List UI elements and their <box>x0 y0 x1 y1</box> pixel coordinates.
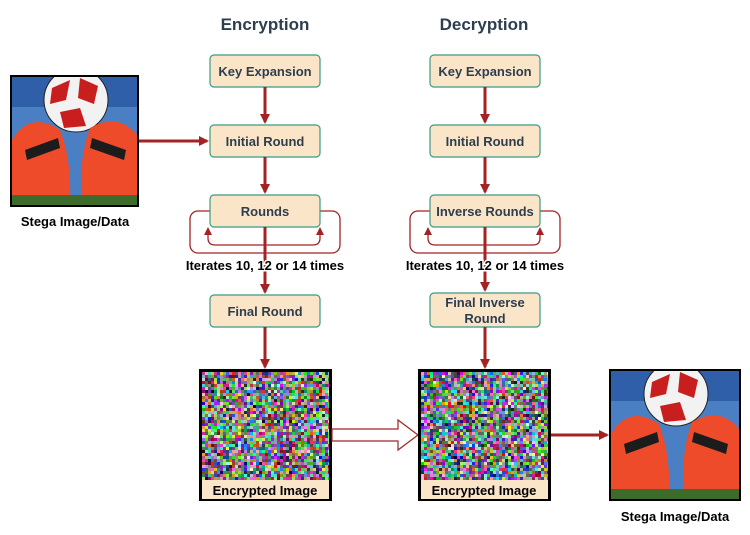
enc-initial-round-box: Initial Round <box>209 124 321 158</box>
enc-output-label: Encrypted Image <box>213 483 318 498</box>
encryption-heading: Encryption <box>221 15 310 34</box>
dec-loop-caption: Iterates 10, 12 or 14 times <box>406 258 564 273</box>
output-stega-image <box>609 369 741 501</box>
enc-rounds-inner-loop-left <box>204 227 265 246</box>
dec-rounds-inner-loop-left <box>424 227 485 246</box>
dec-final-inverse-label-line1: Final Inverse <box>445 295 524 310</box>
input-stega-image <box>10 75 139 207</box>
enc-rounds-box: Rounds <box>209 194 321 228</box>
dec-initial-round-label: Initial Round <box>446 134 525 149</box>
enc-output-noise-image <box>199 369 332 501</box>
enc-key-expansion-label: Key Expansion <box>218 64 311 79</box>
enc-final-round-box: Final Round <box>209 294 321 328</box>
dec-initial-round-box: Initial Round <box>429 124 541 158</box>
dec-inverse-rounds-box: Inverse Rounds <box>429 194 541 228</box>
dec-inverse-rounds-label: Inverse Rounds <box>436 204 534 219</box>
output-image-caption: Stega Image/Data <box>621 509 730 524</box>
enc-key-expansion-box: Key Expansion <box>209 54 321 88</box>
decryption-heading: Decryption <box>440 15 529 34</box>
input-image-caption: Stega Image/Data <box>21 214 130 229</box>
enc-rounds-inner-loop-right <box>265 227 324 246</box>
enc-final-round-label: Final Round <box>227 304 302 319</box>
dec-input-noise-image <box>418 369 551 501</box>
enc-rounds-label: Rounds <box>241 204 289 219</box>
dec-key-expansion-box: Key Expansion <box>429 54 541 88</box>
transfer-arrow <box>331 418 419 452</box>
dec-final-inverse-round-box: Final Inverse Round <box>429 292 541 328</box>
enc-loop-caption: Iterates 10, 12 or 14 times <box>186 258 344 273</box>
dec-input-label: Encrypted Image <box>432 483 537 498</box>
dec-key-expansion-label: Key Expansion <box>438 64 531 79</box>
dec-rounds-inner-loop-right <box>485 227 544 246</box>
dec-final-inverse-label-line2: Round <box>464 311 505 326</box>
enc-initial-round-label: Initial Round <box>226 134 305 149</box>
